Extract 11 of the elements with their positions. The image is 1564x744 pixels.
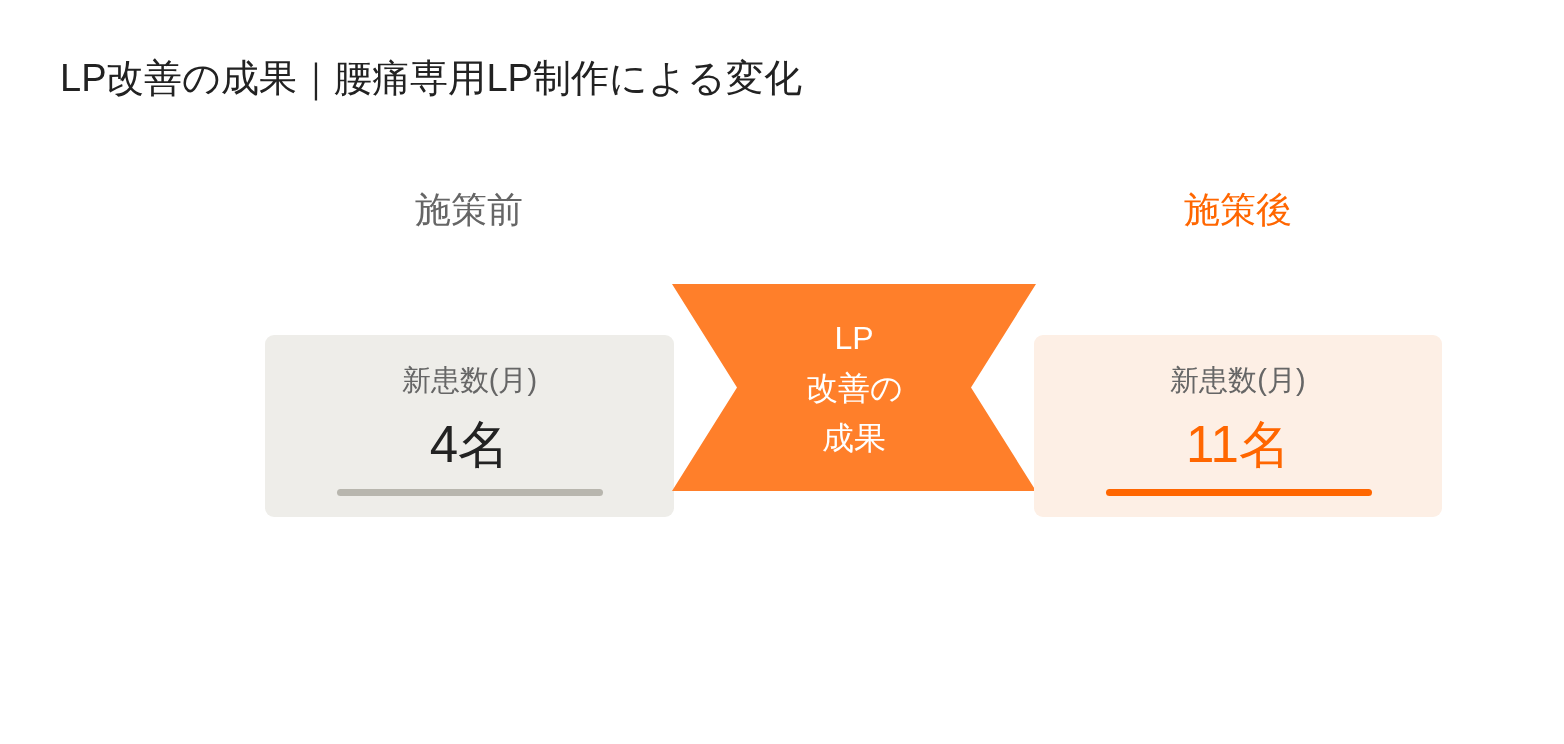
metric-value: 11名 [1185,415,1291,475]
stat-card [265,335,674,517]
column-heading: 施策前 [414,188,524,232]
metric-label: 新患数(月) [400,363,539,398]
stat-card [1034,335,1442,517]
column-heading: 施策後 [1183,188,1293,232]
banner-text: LP改善の成果 [804,318,904,458]
metric-label: 新患数(月) [1169,363,1307,398]
title: LP改善の成果｜腰痛専用LP制作による変化 [60,56,802,101]
metric-value: 4名 [428,415,511,475]
ribbon-banner [672,284,1036,491]
